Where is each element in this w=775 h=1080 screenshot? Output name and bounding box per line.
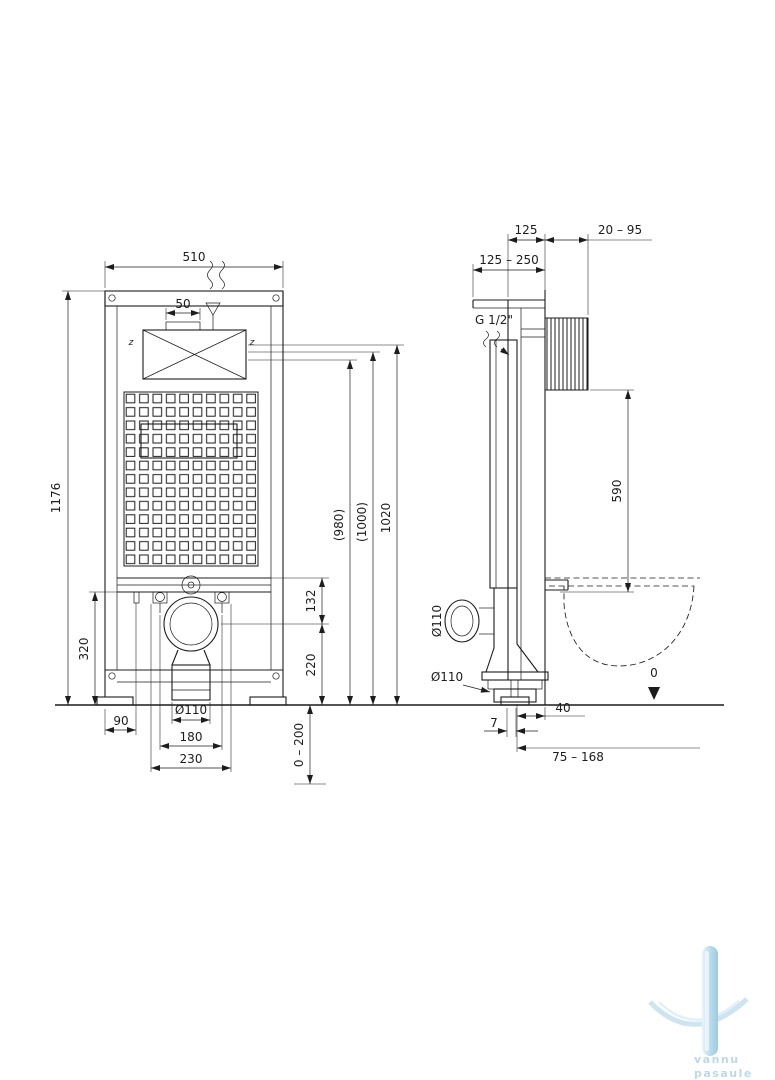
section-mark-left: z [128,338,134,348]
front-view: z z [49,250,404,785]
brand-watermark: vannu pasaule [648,946,753,1080]
dim-frame-height: 1176 [49,483,63,514]
dim-wall-gap: 20 – 95 [598,223,642,237]
dim-panel-thickness: 7 [490,716,498,730]
dim-height-1000: (1000) [355,502,369,542]
dim-drop-132: 132 [304,590,318,613]
floor-zero-marker: 0 [648,666,660,700]
right-foot-plate [249,696,287,706]
water-supply-icon [207,260,225,290]
dim-inlet-height: 590 [610,480,624,503]
logo-text-line2: pasaule [694,1067,753,1080]
actuator-rod [165,321,201,331]
dim-depth-range: 125 – 250 [479,253,538,267]
bottom-outlet-diameter-label: Ø110 [431,670,463,684]
dim-offset-40: 40 [555,701,570,715]
side-extension-lines [472,234,652,752]
dim-height-1020: 1020 [379,503,393,534]
zero-label: 0 [650,666,658,680]
dim-frame-width: 510 [183,250,206,264]
cistern-inspection-box: z z [128,329,255,380]
dim-bracket-height: 320 [77,638,91,661]
drain-elbow: Ø110 [431,588,549,703]
dim-stud-spacing-180: 180 [180,730,203,744]
access-panel [140,423,238,459]
water-connection-label: G 1/2" [475,313,513,327]
logo-bar [702,946,718,1056]
dim-frame-depth: 125 [515,223,538,237]
side-dimension-lines [473,237,700,751]
dim-outlet-height-220: 220 [304,654,318,677]
side-frame [472,290,589,706]
section-mark-right: z [249,338,255,348]
wall-anchor-hatch [544,317,589,391]
toilet-bowl-outline [545,577,700,667]
dim-drain-adjust: 75 – 168 [552,750,604,764]
lower-bracket [117,575,271,613]
front-dimension-lines [65,264,400,784]
side-view: G 1/2" Ø110 Ø110 [430,223,700,764]
water-connection: G 1/2" [475,313,513,356]
perforated-plate [123,391,259,567]
side-inlet-pipe: Ø110 [430,599,494,643]
dim-outlet-diameter: Ø110 [175,703,207,717]
front-dimension-labels: 510 1176 50 320 (980) (1000) 1020 132 22… [49,250,393,767]
cistern-side-profile [489,339,518,589]
logo-swoosh [648,997,749,1027]
water-level-icon [205,302,221,330]
toilet-outlet [163,596,219,701]
dim-height-980: (980) [332,509,346,541]
side-dimension-labels: 125 – 250 125 20 – 95 590 7 40 75 – 168 [479,223,642,764]
left-foot-plate [96,696,134,706]
side-foot-plate [500,696,530,706]
dim-actuator-width: 50 [175,297,190,311]
side-inlet-diameter-label: Ø110 [430,605,444,637]
dim-bracket-width-230: 230 [180,752,203,766]
dim-floor-adjust: 0 – 200 [292,723,306,767]
logo-text-line1: vannu [694,1053,740,1066]
dim-left-offset-90: 90 [113,714,128,728]
